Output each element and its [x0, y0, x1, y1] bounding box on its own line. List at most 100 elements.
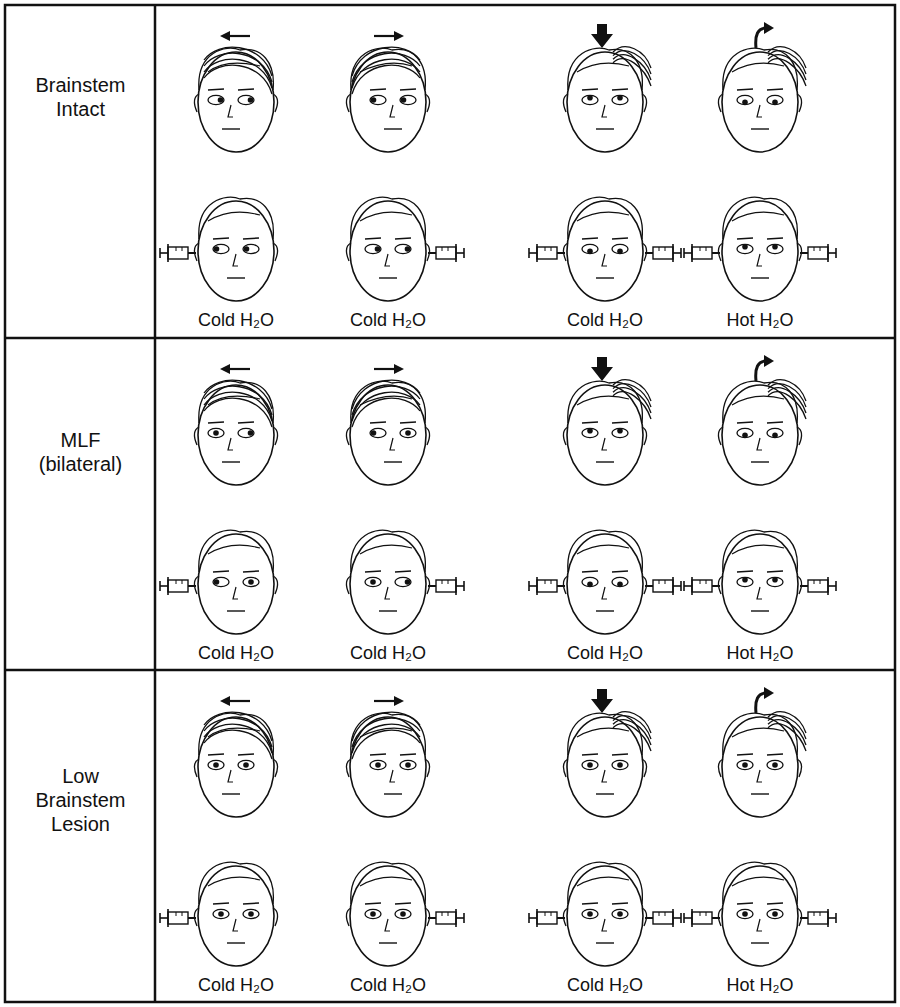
head-outline [722, 52, 798, 152]
pupil [587, 581, 593, 587]
syringe-plunger [828, 252, 836, 254]
table-grid [5, 5, 895, 1002]
eyebrow [737, 238, 753, 239]
pupil [587, 95, 593, 101]
syringe [645, 577, 681, 595]
mouth [596, 277, 614, 278]
mouth [379, 277, 397, 278]
eye [737, 95, 753, 104]
arrow-head [591, 24, 613, 48]
ear [346, 576, 351, 594]
eye [582, 244, 598, 253]
syringe-barrel [692, 580, 712, 592]
finger [204, 392, 272, 421]
eyebrow [612, 903, 628, 904]
hair-line [568, 713, 643, 755]
eyebrow [213, 571, 229, 572]
face-drawing [160, 862, 278, 966]
eye [365, 244, 381, 253]
pupil [617, 581, 623, 587]
syringe-mark [820, 580, 821, 584]
eye [208, 95, 224, 104]
hair-line [351, 197, 426, 239]
hair-line [723, 530, 798, 572]
nose [233, 254, 238, 266]
mouth [596, 461, 614, 462]
pupil [371, 97, 377, 103]
hair-line [723, 862, 798, 904]
eye [767, 244, 783, 253]
eye [370, 95, 386, 104]
finger [352, 392, 420, 421]
motion-arrow [374, 31, 404, 41]
syringe-mark [820, 247, 821, 251]
row-label: MLF (bilateral) [25, 428, 137, 476]
arrow-head [394, 364, 404, 374]
syringe-tip [800, 252, 808, 254]
hair-strand [360, 212, 412, 221]
syringe [428, 909, 464, 927]
eyebrow [582, 89, 598, 90]
eyebrow [365, 238, 381, 239]
head-outline [722, 385, 798, 485]
eye [395, 909, 411, 918]
syringe-barrel [808, 580, 828, 592]
ear [273, 94, 278, 112]
ear [797, 759, 802, 777]
syringe-mark [551, 247, 552, 251]
syringe-plunger-end [835, 248, 837, 258]
syringe-tip [645, 585, 653, 587]
mouth [379, 610, 397, 611]
syringe-plunger-end [159, 248, 161, 258]
stimulus-label: Cold H₂O [567, 974, 643, 996]
syringe-plunger-end [463, 581, 465, 591]
pupil [248, 430, 254, 436]
eye [395, 244, 411, 253]
eyebrow [612, 754, 628, 755]
eye [582, 428, 598, 437]
head-outline [722, 201, 798, 301]
ear [718, 759, 723, 777]
stimulus-label: Hot H₂O [727, 974, 794, 996]
row-label: Brainstem Intact [25, 73, 137, 121]
finger [613, 724, 651, 751]
stimulus-label: Hot H₂O [727, 309, 794, 331]
eyebrow [737, 422, 753, 423]
syringe-tip [557, 252, 565, 254]
pupil [370, 579, 376, 585]
eye [582, 760, 598, 769]
syringe-mark [814, 247, 815, 251]
ear [563, 94, 568, 112]
finger [204, 730, 272, 759]
pupil [214, 246, 220, 252]
motion-arrow [591, 357, 613, 381]
hair-strand [732, 63, 784, 72]
nose [757, 105, 762, 117]
hair-strand [208, 212, 260, 221]
eyebrow [365, 903, 381, 904]
eye [612, 909, 628, 918]
face-drawing [160, 530, 278, 634]
motion-arrow [220, 31, 250, 41]
ear [273, 759, 278, 777]
hair-line [568, 48, 643, 90]
eye [238, 428, 254, 437]
eye [612, 244, 628, 253]
syringe-barrel [537, 247, 557, 259]
syringe-barrel [692, 247, 712, 259]
head-outline [567, 717, 643, 817]
syringe-plunger [673, 917, 681, 919]
syringe-mark [176, 247, 177, 251]
eye [400, 760, 416, 769]
eye [737, 909, 753, 918]
eye [737, 760, 753, 769]
nose [385, 254, 390, 266]
mouth [384, 793, 402, 794]
stimulus-label: Cold H₂O [198, 642, 274, 664]
hair-strand [577, 545, 629, 554]
syringe-plunger-end [159, 913, 161, 923]
ear [563, 427, 568, 445]
head-outline [198, 385, 274, 485]
stimulus-label: Cold H₂O [198, 974, 274, 996]
row-header: Low Brainstem Lesion [8, 672, 153, 1000]
